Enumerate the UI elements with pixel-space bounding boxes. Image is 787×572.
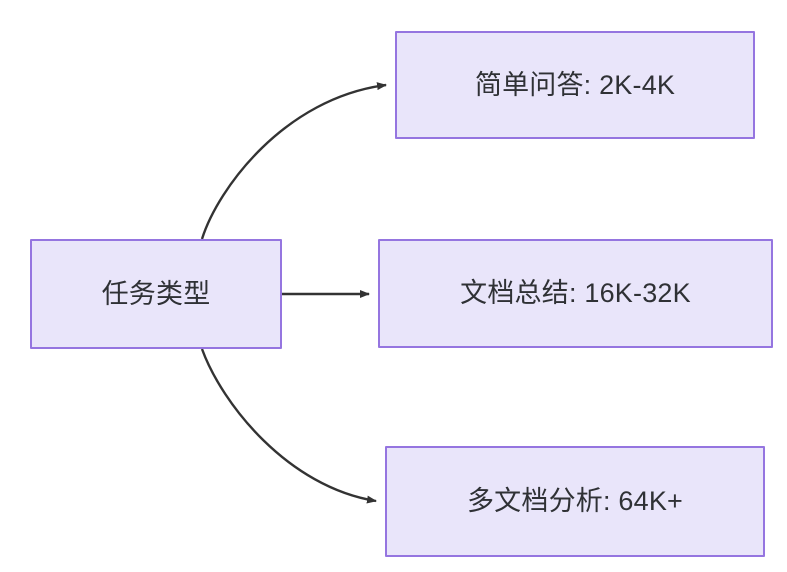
node-task-type[interactable]: 任务类型 [30, 239, 282, 349]
node-document-summary[interactable]: 文档总结: 16K-32K [378, 239, 773, 348]
edge-source-to-target-0 [200, 82, 387, 240]
node-label: 简单问答: 2K-4K [474, 69, 676, 100]
node-label: 任务类型 [101, 278, 211, 309]
node-label: 文档总结: 16K-32K [460, 278, 691, 309]
node-simple-qa[interactable]: 简单问答: 2K-4K [395, 31, 755, 139]
edge-source-to-target-2 [200, 348, 377, 504]
node-multi-document-analysis[interactable]: 多文档分析: 64K+ [385, 446, 765, 557]
node-label: 多文档分析: 64K+ [466, 486, 683, 517]
